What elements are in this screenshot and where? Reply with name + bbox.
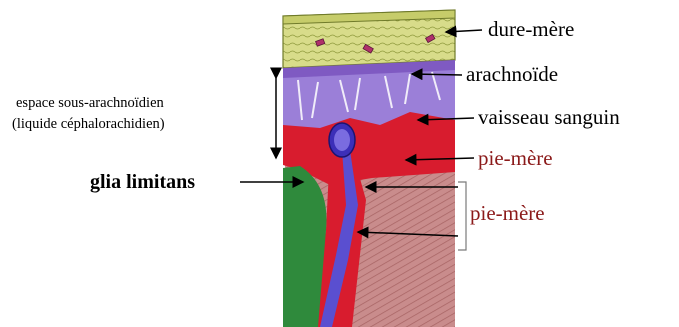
label-csf: (liquide céphalorachidien) <box>12 117 165 132</box>
label-subarachnoid-space: espace sous-arachnoïdien <box>16 96 164 111</box>
label-pia-mater-2: pie-mère <box>470 203 545 224</box>
label-dura-mater: dure-mère <box>488 19 574 40</box>
arrow-arachnoid <box>412 74 462 75</box>
label-glia-limitans: glia limitans <box>90 172 195 192</box>
label-arachnoid: arachnoïde <box>466 64 558 85</box>
pia-bracket <box>458 182 466 250</box>
label-pia-mater-1: pie-mère <box>478 148 553 169</box>
label-blood-vessel: vaisseau sanguin <box>478 107 620 128</box>
blood-vessel-lumen <box>334 129 350 151</box>
glia-limitans-band <box>283 166 326 327</box>
